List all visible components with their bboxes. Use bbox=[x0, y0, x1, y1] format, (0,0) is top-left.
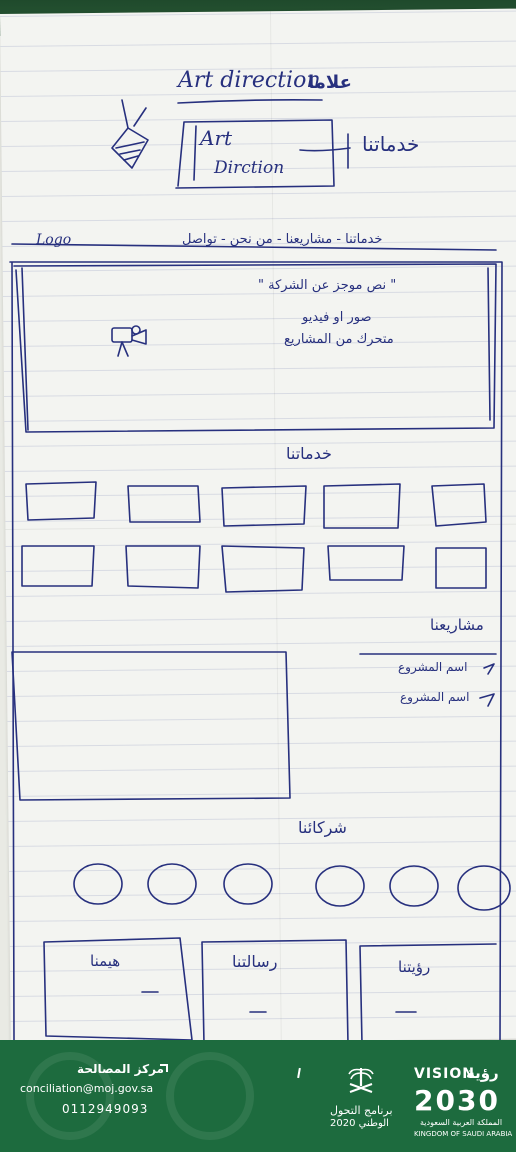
ntp-line1: برنامج التحول bbox=[330, 1104, 393, 1117]
card-vision-title: رؤيتنا bbox=[398, 958, 431, 976]
services-annotation: خدماتنا bbox=[362, 132, 420, 156]
services-heading: خدماتنا bbox=[286, 444, 332, 463]
video-camera-icon bbox=[111, 325, 147, 357]
partners-logos bbox=[73, 863, 511, 911]
vision-label-ar: رؤية bbox=[466, 1064, 499, 1082]
art-direction-box-divider bbox=[193, 125, 197, 181]
hero-section-box bbox=[13, 263, 497, 433]
card-dashes bbox=[141, 991, 417, 1013]
hero-media-label: صور او فيديو bbox=[302, 310, 372, 325]
art-direction-title-ar: علاما bbox=[308, 72, 352, 93]
card-vision-box bbox=[359, 943, 497, 1045]
art-direction-arrow bbox=[299, 133, 351, 169]
art-direction-box bbox=[175, 119, 335, 189]
corner-mark-icon bbox=[160, 1064, 168, 1072]
kingdom-ar: المملكة العربية السعودية bbox=[420, 1118, 503, 1127]
hero-company-blurb: " نص موجز عن الشركة " bbox=[258, 278, 397, 293]
card-about-title: هيمنا bbox=[90, 952, 121, 970]
pen-doodle-icon bbox=[111, 99, 149, 169]
hero-inner-lines bbox=[21, 267, 491, 431]
art-direction-title: Art direction bbox=[178, 68, 321, 93]
hero-media-label-2: متحرك من المشاريع bbox=[284, 332, 394, 347]
footer-email: conciliation@moj.gov.sa bbox=[20, 1082, 154, 1095]
vision-label-en: VISION bbox=[414, 1066, 475, 1082]
projects-heading: مشاريعنا bbox=[430, 616, 484, 634]
logo-placeholder: Logo bbox=[36, 232, 72, 248]
nav-menu: خدماتنا - مشاريعنا - من نحن - تواصل bbox=[182, 232, 383, 247]
page-frame bbox=[9, 243, 503, 1045]
art-direction-box-line2: Dirction bbox=[214, 158, 285, 178]
ntp-line2: الوطني 2020 bbox=[330, 1118, 389, 1129]
footer-phone: 0112949093 bbox=[62, 1102, 149, 1116]
paper-footer: مركز المصالحة conciliation@moj.gov.sa 01… bbox=[0, 1040, 516, 1152]
palm-swords-emblem-icon bbox=[348, 1068, 374, 1093]
art-direction-box-line1: Art bbox=[200, 126, 233, 150]
services-grid bbox=[21, 481, 487, 593]
project-arrows bbox=[479, 663, 495, 707]
project-name-1: اسم المشروع bbox=[398, 660, 468, 674]
project-name-2: اسم المشروع bbox=[400, 690, 470, 704]
card-message-title: رسالتنا bbox=[232, 952, 278, 971]
project-image-box bbox=[11, 651, 291, 801]
org-name: مركز المصالحة bbox=[77, 1062, 164, 1076]
kingdom-en: KINGDOM OF SAUDI ARABIA bbox=[414, 1130, 513, 1138]
title-underline bbox=[177, 99, 323, 104]
partners-heading: شركائنا bbox=[298, 818, 347, 837]
footer-pattern bbox=[26, 1052, 254, 1140]
vision-year: 2030 bbox=[414, 1084, 500, 1117]
